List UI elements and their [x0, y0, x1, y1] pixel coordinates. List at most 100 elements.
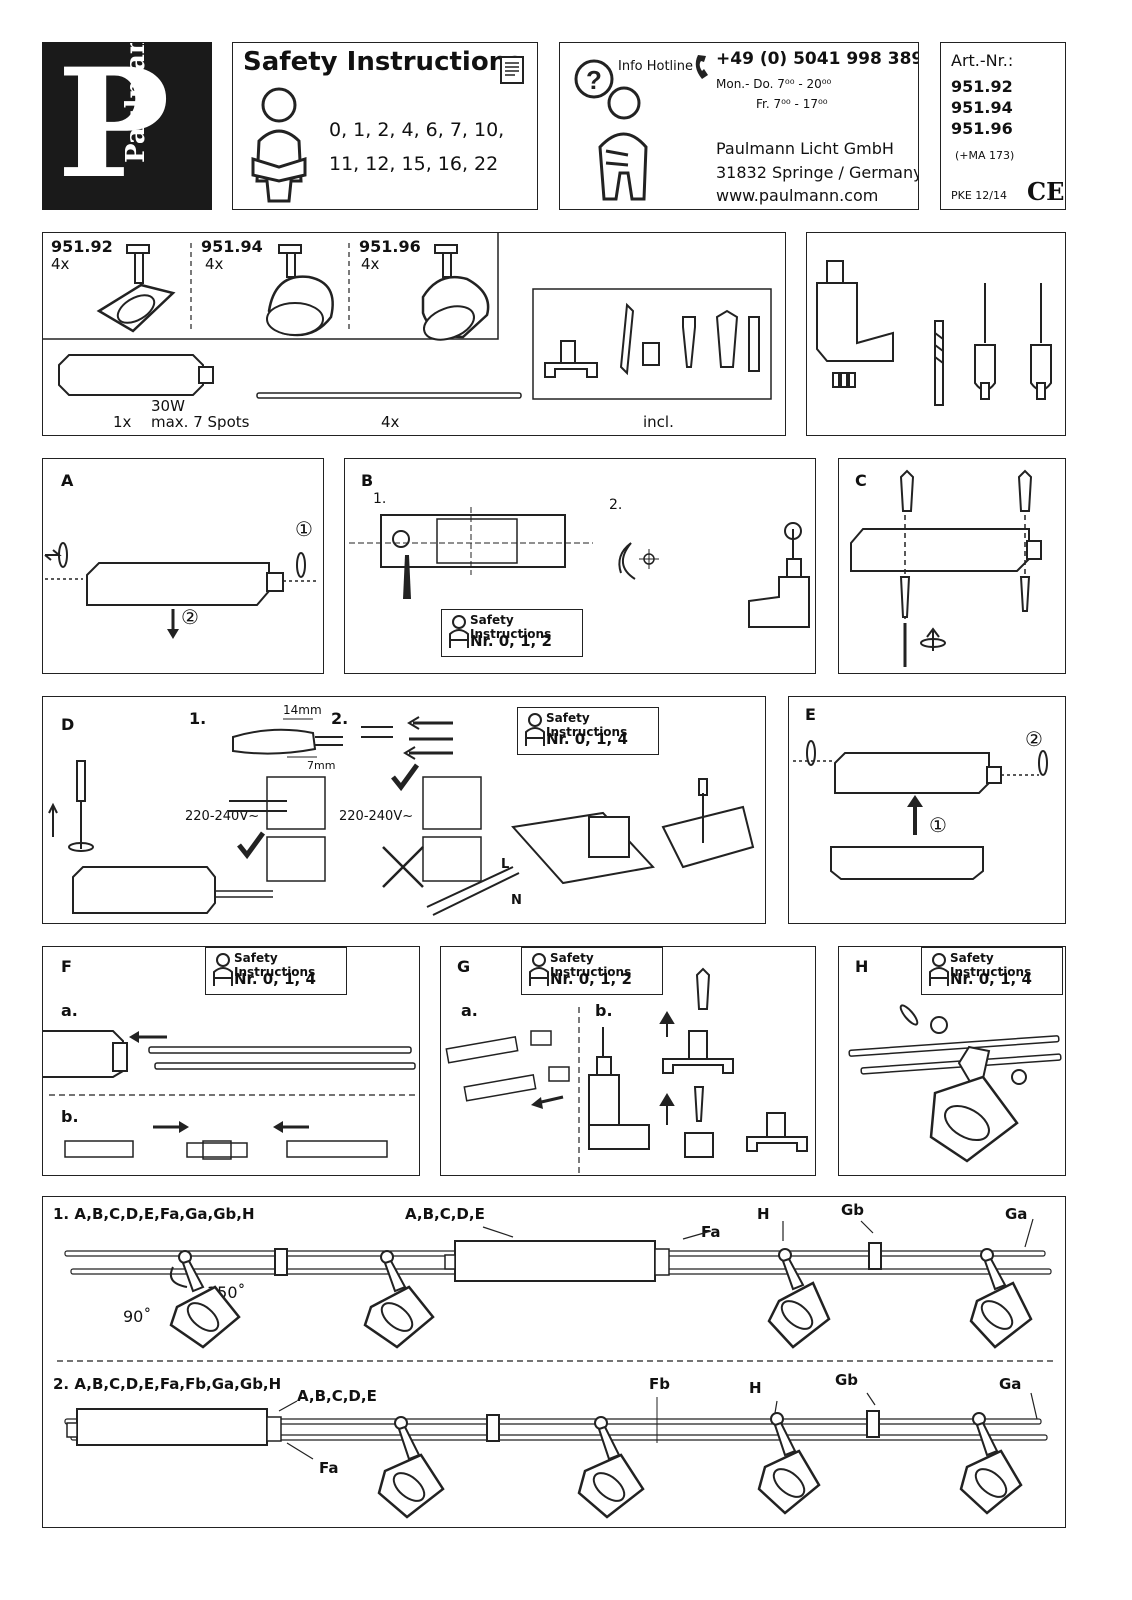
- art-number-1: 951.92: [951, 77, 1013, 96]
- safety-numbers-line2: 11, 12, 15, 16, 22: [329, 153, 499, 175]
- transformer-max: max. 7 Spots: [151, 413, 250, 431]
- info-hotline-label: Info Hotline: [618, 59, 694, 74]
- tools-drawing: [816, 260, 1052, 406]
- step-h-label: H: [855, 957, 869, 976]
- step-e-drawing: [793, 740, 1048, 880]
- overview-row2-fb: Fb: [649, 1375, 670, 1393]
- safety-title: Safety Instructions: [243, 47, 523, 77]
- logo-brand-name: Paulmann: [121, 42, 151, 163]
- step-a-drawing: [44, 542, 319, 639]
- overview-drawing: [57, 1218, 1053, 1519]
- step-b-sub-1: 1.: [373, 491, 387, 507]
- rail-icon: [256, 392, 522, 399]
- spot-round-icon: [266, 244, 334, 337]
- contents-drawing: [43, 233, 772, 400]
- safety-numbers-line1: 0, 1, 2, 4, 6, 7, 10,: [329, 119, 505, 141]
- hours-line2: Fr. 7⁰⁰ - 17⁰⁰: [756, 97, 828, 111]
- overview-row1-title: 1. A,B,C,D,E,Fa,Ga,Gb,H: [53, 1205, 255, 1223]
- step-b-panel: B 1. 2. Safety Instructions Nr. 0, 1, 2: [344, 458, 816, 674]
- overview-row2-gb: Gb: [835, 1371, 859, 1389]
- company-website[interactable]: www.paulmann.com: [716, 186, 879, 205]
- step-f-sub-a: a.: [61, 1001, 78, 1020]
- step-f-sub-b: b.: [61, 1107, 79, 1126]
- spot-square-icon: [96, 244, 176, 333]
- document-icon: [500, 56, 524, 84]
- hotline-box: ? Info Hotline +49 (0) 5041 998 389 Mon.…: [559, 42, 919, 210]
- product-1-qty: 4x: [51, 255, 70, 273]
- drill-icon: [748, 522, 810, 628]
- overview-row1-gb: Gb: [841, 1201, 865, 1219]
- step-g-label: G: [457, 957, 471, 976]
- brand-logo: P Paulmann: [42, 42, 212, 210]
- step-d-safety-nr: Nr. 0, 1, 4: [546, 730, 628, 748]
- overview-row2-ga: Ga: [999, 1375, 1022, 1393]
- product-3-qty: 4x: [361, 255, 380, 273]
- step-d-sub-1: 1.: [189, 709, 207, 728]
- rail-qty: 4x: [381, 413, 400, 431]
- overview-row2-fa: Fa: [319, 1459, 339, 1477]
- step-c-panel: C: [838, 458, 1066, 674]
- question-man-icon: ?: [574, 59, 648, 201]
- step-b-label: B: [361, 471, 374, 490]
- overview-row2-spots: [377, 1410, 1023, 1519]
- step-d-panel: D 1. 2. 14mm 7mm 220-240V~ 220-240V~ L N: [42, 696, 766, 924]
- screwdriver-flat-icon: [974, 283, 996, 400]
- company-name: Paulmann Licht GmbH: [716, 139, 894, 158]
- step-a-circle-1: ①: [295, 517, 313, 541]
- company-address: 31832 Springe / Germany: [716, 163, 919, 182]
- step-b-safety-title: Safety Instructions: [470, 613, 552, 641]
- hotline-phone: +49 (0) 5041 998 389: [716, 49, 919, 69]
- overview-row2-h: H: [749, 1379, 762, 1397]
- pke-code: PKE 12/14: [951, 189, 1007, 202]
- spot-cone-icon: [421, 244, 490, 341]
- step-g-panel: G a. b. Safety Instructions Nr. 0, 1, 2: [440, 946, 816, 1176]
- step-a-circle-2: ②: [181, 605, 199, 629]
- product-2-id: 951.94: [201, 237, 263, 256]
- step-c-drawing: [850, 469, 1042, 667]
- art-number-3: 951.96: [951, 119, 1013, 138]
- art-number-2: 951.94: [951, 98, 1013, 117]
- assembly-overview: 1. A,B,C,D,E,Fa,Ga,Gb,H A,B,C,D,E Fa H G…: [42, 1196, 1066, 1528]
- step-d-voltage-2: 220-240V~: [339, 809, 414, 824]
- step-f-safety-title: Safety Instructions: [234, 951, 316, 979]
- step-d-sub-2: 2.: [331, 709, 349, 728]
- step-g-sub-a: a.: [461, 1001, 478, 1020]
- safety-instructions-box: Safety Instructions 0, 1, 2, 4, 6, 7, 10…: [232, 42, 538, 210]
- step-e-panel: E ② ①: [788, 696, 1066, 924]
- transformer-qty: 1x: [113, 413, 132, 431]
- step-e-circle-1: ①: [929, 813, 947, 837]
- art-label: Art.-Nr.:: [951, 51, 1014, 70]
- hours-line1: Mon.- Do. 7⁰⁰ - 20⁰⁰: [716, 77, 832, 91]
- step-b-safety-nr: Nr. 0, 1, 2: [470, 632, 552, 650]
- product-1-id: 951.92: [51, 237, 113, 256]
- drill-icon: [588, 1027, 650, 1150]
- step-d-n-label: N: [511, 893, 522, 908]
- step-f-safety-nr: Nr. 0, 1, 4: [234, 970, 316, 988]
- step-c-label: C: [855, 471, 867, 490]
- step-d-safety-title: Safety Instructions: [546, 711, 628, 739]
- reading-man-icon: [929, 953, 949, 986]
- screwdriver-phillips-icon: [1030, 283, 1052, 400]
- ce-mark: CE: [1027, 177, 1065, 206]
- drill-bit-icon: [934, 320, 944, 406]
- step-d-drawing: [48, 716, 755, 916]
- step-h-safety-nr: Nr. 0, 1, 4: [950, 970, 1032, 988]
- step-d-l-label: L: [501, 857, 510, 872]
- step-d-dim-14: 14mm: [283, 703, 322, 717]
- step-f-label: F: [61, 957, 72, 976]
- drill-icon: [816, 260, 894, 388]
- step-d-dim-7: 7mm: [307, 759, 336, 772]
- article-number-box: Art.-Nr.: 951.92 951.94 951.96 (+MA 173)…: [940, 42, 1066, 210]
- step-f-safety-badge: Safety Instructions Nr. 0, 1, 4: [205, 947, 347, 995]
- tools-panel: [806, 232, 1066, 436]
- step-g-sub-b: b.: [595, 1001, 613, 1020]
- overview-row1-fa: Fa: [701, 1223, 721, 1241]
- transformer-power: 30W: [151, 397, 185, 415]
- accessories-icons: [544, 302, 760, 378]
- step-a-label: A: [61, 471, 74, 490]
- overview-row1-ga: Ga: [1005, 1205, 1028, 1223]
- step-f-drawing: [43, 1030, 416, 1160]
- step-b-drawing: [349, 507, 810, 628]
- overview-row1-transformer: A,B,C,D,E: [405, 1205, 485, 1223]
- included-label: incl.: [643, 413, 674, 431]
